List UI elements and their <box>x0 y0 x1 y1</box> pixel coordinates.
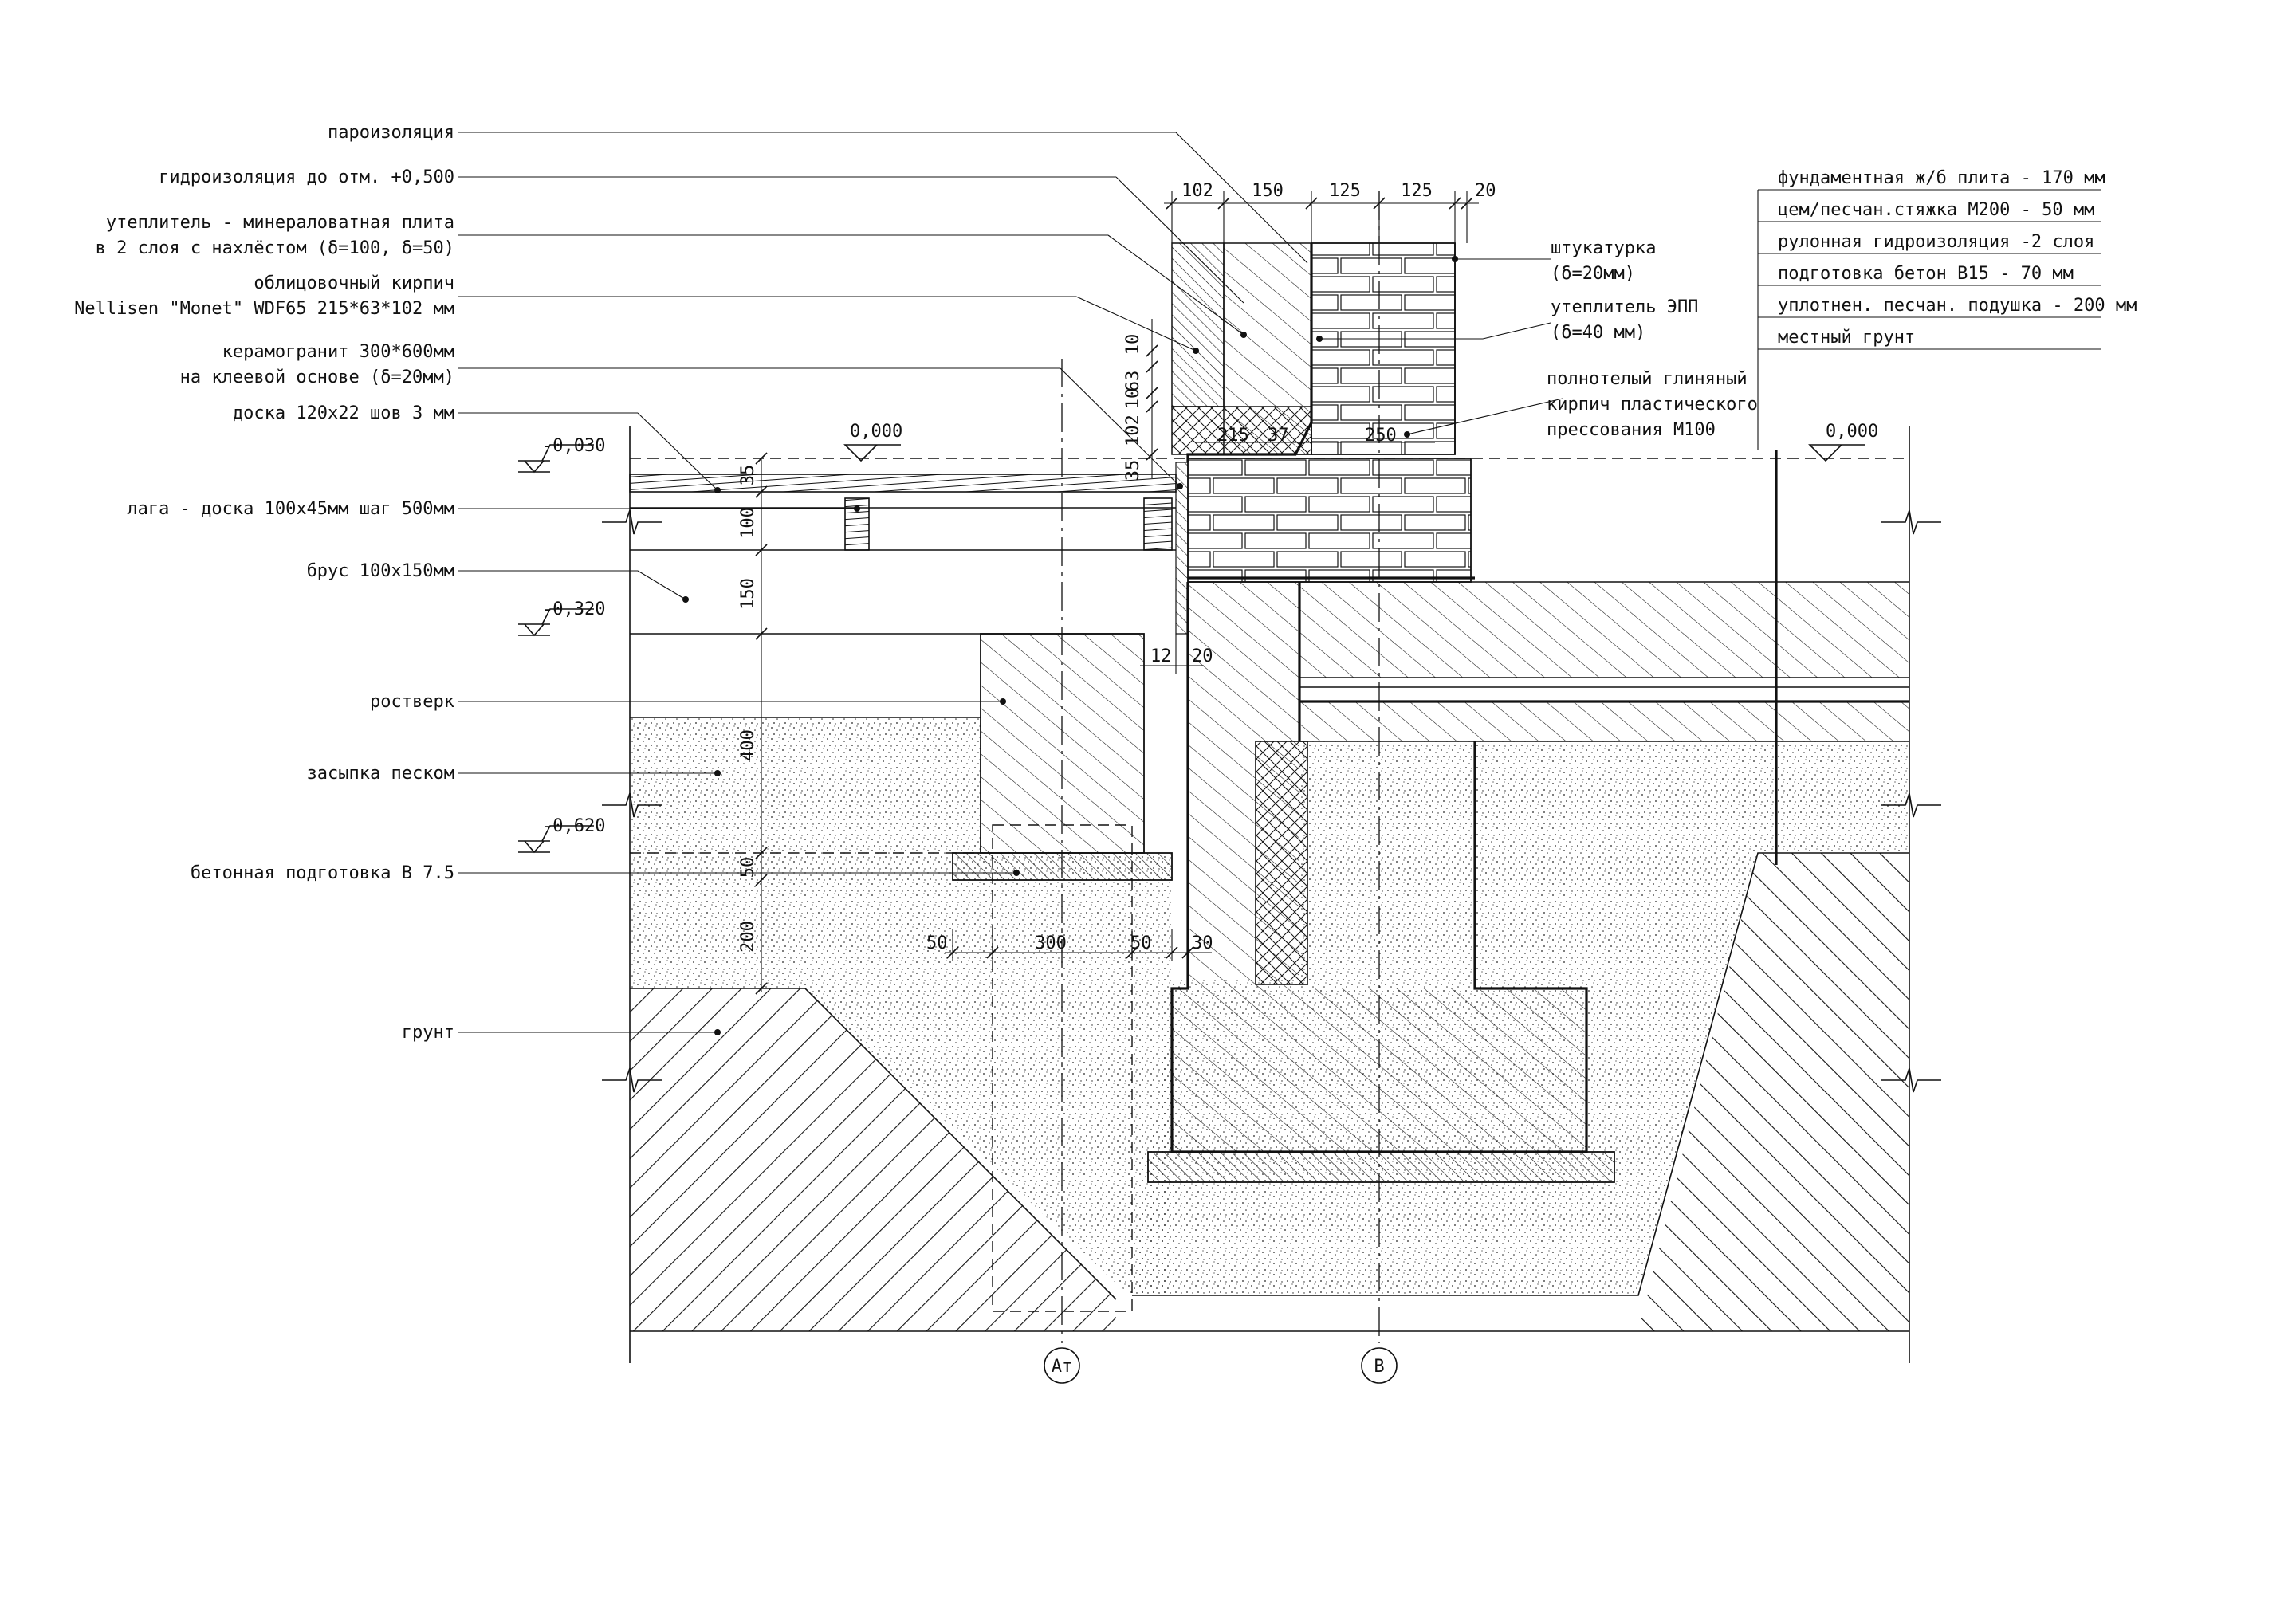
foundation-wall <box>1172 582 1586 1152</box>
dim-chain-top <box>1164 191 1479 243</box>
footing-prep <box>1147 1151 1615 1183</box>
dim-wall-10b: 10 <box>1123 388 1143 410</box>
level-marks <box>518 444 1866 854</box>
floor-layer-1: фундаментная ж/б плита - 170 мм <box>1778 168 2105 188</box>
dim-footing-50b: 50 <box>1130 933 1152 953</box>
callout-rostverk: ростверк <box>370 692 454 712</box>
pile-outline <box>992 824 1133 1312</box>
callout-floor-board: доска 120х22 шов 3 мм <box>233 403 454 423</box>
level-label-minus-030: -0,030 <box>542 436 605 456</box>
callout-plaster-2: (δ=20мм) <box>1551 264 1635 284</box>
callout-porcelain-1: керамогранит 300*600мм <box>222 342 454 362</box>
dim-top-125b: 125 <box>1401 181 1433 201</box>
wall-above <box>1171 242 1456 455</box>
callout-facing-brick-1: облицовочный кирпич <box>254 273 454 293</box>
dim-left-150: 150 <box>738 578 758 610</box>
dim-gap-12: 12 <box>1150 646 1172 666</box>
floor-layer-4: подготовка бетон В15 - 70 мм <box>1778 264 2074 284</box>
floor-layer-2: цем/песчан.стяжка М200 - 50 мм <box>1778 200 2094 220</box>
callout-plaster-1: штукатурка <box>1551 238 1656 258</box>
callout-beam: брус 100х150мм <box>307 561 454 581</box>
wall-vapour-barrier <box>1186 243 1313 462</box>
floor-layer-3: рулонная гидроизоляция -2 слоя <box>1778 232 2094 252</box>
callout-sand-fill: засыпка песком <box>307 764 454 784</box>
level-label-minus-320: -0,320 <box>542 599 605 619</box>
dim-inner-215: 215 <box>1217 426 1249 446</box>
callout-eps-1: утеплитель ЭПП <box>1551 297 1698 317</box>
dim-left-200: 200 <box>738 921 758 953</box>
callout-porcelain-2: на клеевой основе (δ=20мм) <box>180 367 454 387</box>
dim-left-400: 400 <box>738 729 758 761</box>
level-label-minus-620: -0,620 <box>542 816 605 836</box>
floor-layer-6: местный грунт <box>1778 328 1915 348</box>
dim-top-102: 102 <box>1181 181 1213 201</box>
dim-top-20: 20 <box>1475 181 1496 201</box>
left-callouts <box>458 132 1308 1035</box>
dim-gap-20: 20 <box>1192 646 1213 666</box>
dim-footing-30: 30 <box>1192 933 1213 953</box>
dim-left-35: 35 <box>738 465 758 486</box>
floor-slab <box>1188 581 1909 742</box>
brick-plinth <box>1187 458 1472 583</box>
dim-top-150: 150 <box>1252 181 1284 201</box>
dim-gap <box>1140 634 1204 674</box>
dim-wall-63: 63 <box>1123 371 1143 392</box>
left-floor <box>629 462 1189 635</box>
callout-clay-brick-3: прессования М100 <box>1547 420 1716 440</box>
ground-left <box>630 988 1116 1331</box>
dim-wall-35: 35 <box>1123 460 1143 481</box>
dim-footing-300: 300 <box>1035 933 1067 953</box>
dim-top-125a: 125 <box>1329 181 1361 201</box>
dim-wall-102: 102 <box>1123 415 1143 446</box>
ground-right <box>1638 853 1909 1331</box>
level-label-zero-right: 0,000 <box>1826 422 1878 442</box>
callout-insulation-1: утеплитель - минераловатная плита <box>106 213 454 233</box>
break-lines <box>602 426 1941 1363</box>
callout-waterproofing: гидроизоляция до отм. +0,500 <box>159 167 454 187</box>
axis-marker-at <box>1044 1347 1080 1384</box>
dim-left-50: 50 <box>738 857 758 878</box>
floor-layers-table <box>1757 189 2101 450</box>
dim-left-100: 100 <box>738 507 758 539</box>
callout-facing-brick-2: Nellisen "Monet" WDF65 215*63*102 мм <box>74 299 454 319</box>
floor-layer-5: уплотнен. песчан. подушка - 200 мм <box>1778 296 2137 316</box>
dim-chain-left <box>755 452 768 995</box>
dim-footing-50a: 50 <box>926 933 948 953</box>
callout-clay-brick-2: кирпич пластического <box>1547 395 1758 415</box>
level-label-zero-left: 0,000 <box>850 422 902 442</box>
callout-clay-brick-1: полнотелый глиняный <box>1547 369 1748 389</box>
dim-footing <box>945 929 1212 961</box>
callout-insulation-2: в 2 слоя с нахлёстом (δ=100, δ=50) <box>96 238 454 258</box>
callout-concrete-prep: бетонная подготовка В 7.5 <box>191 863 454 883</box>
callout-joist: лага - доска 100х45мм шаг 500мм <box>127 499 454 519</box>
axis-label-at: Ат <box>1052 1357 1073 1377</box>
right-callouts <box>1316 256 1563 438</box>
dim-wall-10a: 10 <box>1123 334 1143 356</box>
callout-eps-2: (δ=40 мм) <box>1551 323 1645 343</box>
dim-inner-37: 37 <box>1268 426 1289 446</box>
axis-label-v: В <box>1374 1357 1384 1377</box>
callout-vapour-barrier: пароизоляция <box>328 123 454 143</box>
axis-marker-v <box>1361 1347 1398 1384</box>
dim-chain-wall <box>1146 319 1158 478</box>
dim-inner-250: 250 <box>1365 426 1397 446</box>
callout-ground: грунт <box>402 1023 454 1043</box>
